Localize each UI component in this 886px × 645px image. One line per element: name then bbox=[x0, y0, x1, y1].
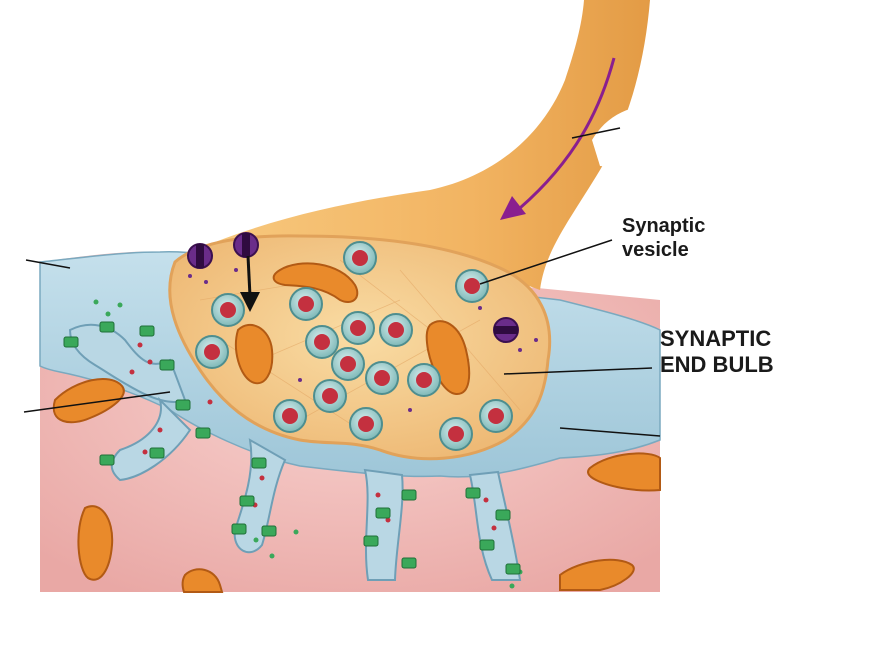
neurotransmitter-molecules bbox=[129, 342, 497, 531]
receptors bbox=[63, 321, 521, 575]
vesicle bbox=[313, 379, 347, 413]
vesicle bbox=[195, 335, 229, 369]
vesicle bbox=[479, 399, 513, 433]
vesicle bbox=[289, 287, 323, 321]
synaptic-vesicle-label-line2: vesicle bbox=[622, 239, 689, 261]
channel bbox=[233, 232, 259, 258]
vesicle bbox=[379, 313, 413, 347]
vesicle bbox=[455, 269, 489, 303]
nerve-impulse-arrow bbox=[500, 57, 616, 220]
ions bbox=[188, 268, 538, 412]
masked-labels bbox=[592, 105, 720, 470]
vesicle bbox=[341, 311, 375, 345]
synaptic-vesicle-label-line1: Synaptic bbox=[622, 215, 706, 237]
vesicle bbox=[331, 347, 365, 381]
synaptic-vesicle-label: Synaptic vesicle bbox=[622, 214, 772, 262]
vesicle bbox=[407, 363, 441, 397]
influx-arrow bbox=[240, 255, 260, 312]
vesicle bbox=[343, 241, 377, 275]
vesicle bbox=[349, 407, 383, 441]
vesicle bbox=[273, 399, 307, 433]
calcium-channels bbox=[187, 232, 519, 343]
vesicle bbox=[305, 325, 339, 359]
vesicle bbox=[211, 293, 245, 327]
synaptic-end-bulb-label-line2: END BULB bbox=[660, 352, 774, 378]
synaptic-end-bulb-label-line1: SYNAPTIC bbox=[660, 326, 772, 351]
axon bbox=[200, 0, 650, 290]
leader-lines bbox=[23, 127, 661, 437]
synaptic-end-bulb-label: SYNAPTIC END BULB bbox=[660, 326, 840, 379]
channel bbox=[493, 317, 519, 343]
channel bbox=[187, 243, 213, 269]
vesicle bbox=[365, 361, 399, 395]
vesicle bbox=[439, 417, 473, 451]
synaptic-end-bulb bbox=[168, 234, 552, 461]
synaptic-vesicles bbox=[195, 241, 513, 451]
